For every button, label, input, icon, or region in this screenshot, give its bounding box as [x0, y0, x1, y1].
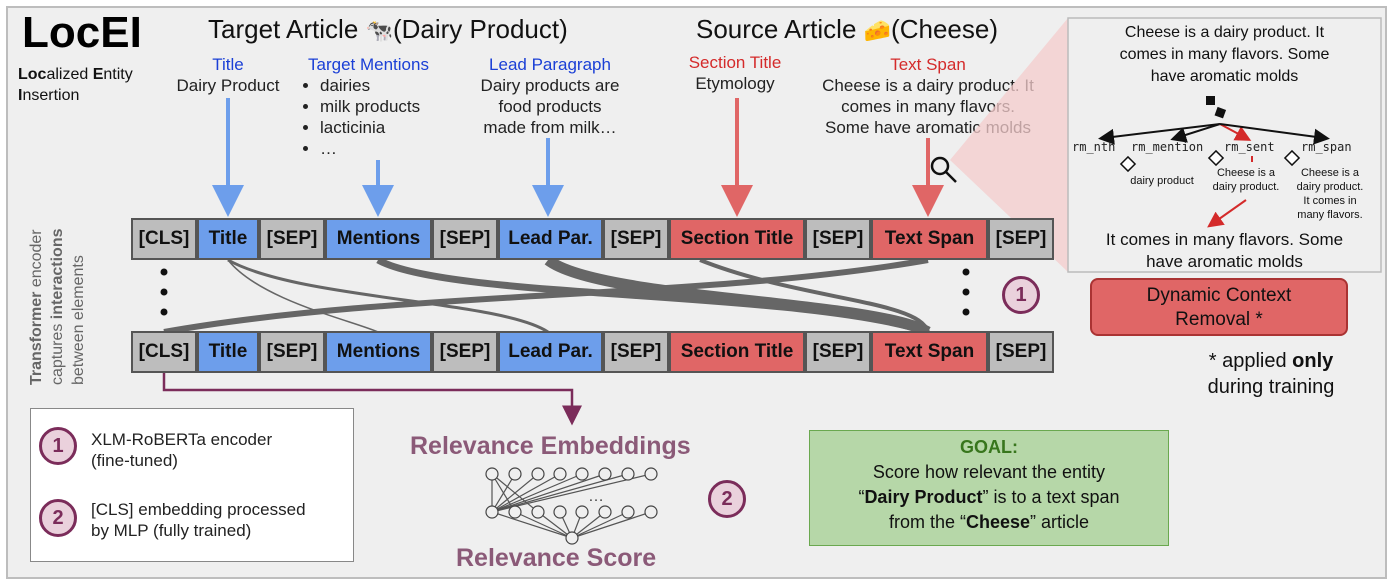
- goal-title: GOAL:: [960, 437, 1018, 457]
- token-output-title: Title: [197, 331, 259, 373]
- input-span: Text Span Cheese is a dairy product. It …: [822, 55, 1034, 137]
- source-article-header: Source Article 🧀(Cheese): [696, 14, 998, 44]
- mlp-badge: 2: [708, 480, 746, 518]
- logo-subtitle: Localized Entity Insertion: [18, 66, 133, 104]
- legend-box: 1 XLM-RoBERTa encoder(fine-tuned) 2 [CLS…: [30, 408, 354, 562]
- token-output-text-span: Text Span: [871, 331, 988, 373]
- token-input-lead-par: Lead Par.: [498, 218, 603, 260]
- cheese-icon: 🧀: [863, 18, 892, 43]
- cow-icon: 🐄: [365, 18, 393, 43]
- token-input-sep: [SEP]: [988, 218, 1054, 260]
- mention-item: milk products: [320, 96, 460, 117]
- token-input-section-title: Section Title: [669, 218, 805, 260]
- legend-text-1: XLM-RoBERTa encoder(fine-tuned): [91, 430, 273, 470]
- token-input-sep: [SEP]: [259, 218, 325, 260]
- target-article-header: Target Article 🐄(Dairy Product): [208, 14, 568, 44]
- token-output-sep: [SEP]: [988, 331, 1054, 373]
- training-note: * applied only during training: [1207, 350, 1335, 398]
- input-mentions: Target Mentions dairies milk products la…: [300, 54, 460, 159]
- op-rm-sent: rm_sent: [1224, 140, 1275, 154]
- token-input-sep: [SEP]: [805, 218, 871, 260]
- removal-tree: [1098, 96, 1330, 228]
- token-input-text-span: Text Span: [871, 218, 988, 260]
- legend-badge-1: 1: [39, 427, 77, 465]
- zoom-cone: [950, 18, 1068, 272]
- token-output-sep: [SEP]: [259, 331, 325, 373]
- mlp-network-icon: [485, 467, 658, 545]
- token-output-sep: [SEP]: [603, 331, 669, 373]
- token-output-mentions: Mentions: [325, 331, 432, 373]
- cls-to-mlp-arrow: [162, 373, 582, 426]
- logo-title: LocEI: [22, 8, 142, 57]
- token-output-sep: [SEP]: [432, 331, 498, 373]
- magnifier-icon: [930, 156, 957, 183]
- token-output-sep: [SEP]: [805, 331, 871, 373]
- legend-badge-2: 2: [39, 499, 77, 537]
- transformer-vertical-label: Transformer encoder captures interaction…: [28, 228, 87, 386]
- mention-item: lacticinia: [320, 117, 460, 138]
- input-lead: Lead Paragraph Dairy products are food p…: [480, 55, 620, 137]
- token-output-cls: [CLS]: [131, 331, 197, 373]
- mention-item: …: [320, 138, 460, 159]
- token-output-lead-par: Lead Par.: [498, 331, 603, 373]
- relevance-embeddings-label: Relevance Embeddings: [410, 432, 691, 460]
- result-rm-nth: dairy product: [1130, 175, 1194, 187]
- op-rm-span: rm_span: [1301, 140, 1352, 154]
- token-input-mentions: Mentions: [325, 218, 432, 260]
- input-arrows: [212, 98, 944, 217]
- input-title: Title Dairy Product: [176, 55, 280, 95]
- token-output-section-title: Section Title: [669, 331, 805, 373]
- goal-box: GOAL: Score how relevant the entity “Dai…: [809, 430, 1169, 546]
- context-removal-panel: [1067, 17, 1382, 273]
- encoder-badge: 1: [1002, 276, 1040, 314]
- ellipsis-dots: [160, 268, 970, 316]
- input-section: Section Title Etymology: [688, 53, 782, 93]
- mention-item: dairies: [320, 75, 460, 96]
- token-input-cls: [CLS]: [131, 218, 197, 260]
- op-rm-nth: rm_nth: [1072, 140, 1116, 154]
- attention-curves: [163, 255, 931, 337]
- op-rm-mention: rm_mention: [1131, 140, 1204, 154]
- relevance-score-label: Relevance Score: [456, 544, 657, 572]
- token-input-title: Title: [197, 218, 259, 260]
- token-input-sep: [SEP]: [432, 218, 498, 260]
- token-input-sep: [SEP]: [603, 218, 669, 260]
- mlp-ellipsis: …: [588, 488, 604, 505]
